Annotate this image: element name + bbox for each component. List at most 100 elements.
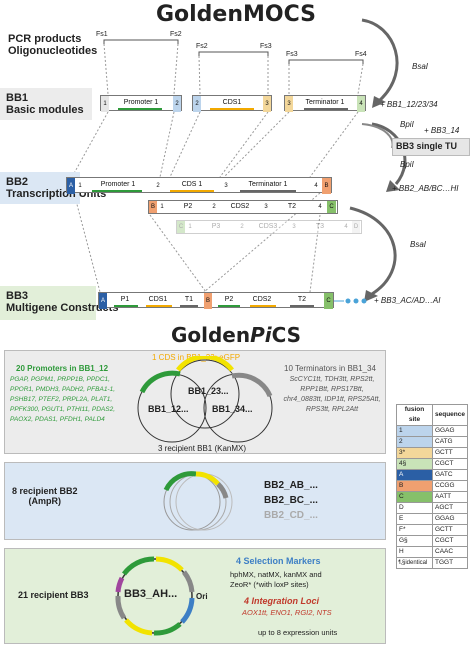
goldenpics-title: GoldenPiCS	[0, 323, 472, 347]
promoters-title: 20 Promoters in BB1_12	[16, 364, 109, 373]
bb2-row1-cds: CDS 1	[181, 181, 203, 188]
bb3-tag-c: C	[324, 293, 333, 309]
bb2-row1-tag-2: 2	[156, 183, 160, 189]
bb2-row3-t: T3	[315, 223, 325, 230]
fusion-site-header: fusion site	[396, 404, 433, 426]
promoter-item: PSHB17,	[10, 396, 39, 403]
bb1-cds-module	[192, 95, 272, 111]
fusion-site-cell: G§	[396, 535, 433, 547]
fusion-site-cell: F*	[396, 524, 433, 536]
bb3-cds2-bar	[250, 305, 276, 307]
bb3-line-2: Multigene Constructs	[6, 302, 119, 314]
bb1-suffix: + BB1_12/23/34	[380, 100, 438, 109]
terminator-item: TDH3tt,	[324, 376, 351, 383]
bb2-row2-tag-c: C	[327, 201, 336, 213]
terminator-item: RPS17Btt,	[331, 386, 364, 393]
bb2-row2-tag-b: B	[149, 201, 157, 213]
sequence-cell: GCTT	[432, 524, 468, 536]
fusion-site-cell: E	[396, 513, 433, 525]
bb2-row1-tag-1: 1	[78, 183, 82, 189]
terminator-item: RPS2tt,	[350, 376, 375, 383]
promoter-item: PRPP1B,	[57, 376, 87, 383]
fusion-row: 3*GCTT	[396, 447, 468, 459]
sequence-cell: CGCT	[432, 458, 468, 470]
markers-line-1: hphMX, natMX, kanMX and	[230, 570, 322, 579]
bb2-row3-tag-d: D	[352, 221, 360, 233]
loci-list: AOX1tt, ENO1, RGI2, NTS	[242, 608, 332, 617]
bb1-tag-3a: 3	[263, 96, 271, 112]
bb1-terminator-module	[284, 95, 366, 111]
sequence-header: sequence	[432, 404, 468, 426]
bb2-row1-tag-3: 3	[224, 183, 228, 189]
sequence-cell: GCTT	[432, 447, 468, 459]
bb3-p2: P2	[224, 296, 234, 303]
recipient-bb2-line-1: 8 recipient BB2	[12, 486, 78, 496]
bb3-label-box	[0, 286, 96, 320]
bb1-label-box	[0, 88, 92, 120]
bb2-row2-tag-3: 3	[264, 204, 268, 210]
bb2-row1-promoter-bar	[92, 190, 142, 192]
bb2-row3-tag-4: 4	[344, 224, 348, 230]
single-tu-box	[392, 138, 470, 156]
fusion-site-cell: 2	[396, 436, 433, 448]
promoter-item: PFDH1,	[59, 416, 85, 423]
promoter-item: PPFK300,	[10, 406, 42, 413]
bb2-row3-tag-3: 3	[292, 224, 296, 230]
expression-units: up to 8 expression units	[258, 628, 338, 637]
pcr-line-2: Oligonucleotides	[8, 45, 98, 57]
recipient-bb2: 8 recipient BB2 (AmpR)	[12, 486, 78, 506]
terminator-item: IDP1tt,	[324, 396, 348, 403]
bb2-row3	[176, 220, 362, 234]
loci-title: 4 Integration Loci	[244, 596, 320, 606]
bb1-panel	[4, 350, 386, 454]
fusion-site-cell: 1	[396, 425, 433, 437]
fusion-row: G§CGCT	[396, 535, 468, 547]
promoter-item: PGUT1,	[41, 406, 67, 413]
fs3-label-b: Fs3	[286, 51, 298, 58]
bb1-cds-bar	[210, 108, 254, 110]
bb1-cds-label: CDS1	[222, 99, 242, 106]
fusion-site-cell: B	[396, 480, 433, 492]
promoter-item: PADH2,	[62, 386, 87, 393]
fusion-site-cell: C	[396, 491, 433, 503]
bb3-plasmid-label: BB3_AH...	[124, 588, 178, 600]
promoter-item: PAOX2,	[10, 416, 35, 423]
bb2-row2-tag-4: 4	[318, 204, 322, 210]
promoter-item: PFBA1-1,	[86, 386, 116, 393]
bb3-t2-bar	[290, 305, 314, 307]
terminator-item: ScCYC1tt,	[289, 376, 325, 383]
recipient-bb2-line-2: (AmpR)	[28, 496, 62, 506]
bb2-row2-tag-2: 2	[212, 204, 216, 210]
bb3-construct	[98, 292, 334, 308]
fs4-label: Fs4	[355, 51, 367, 58]
bsai-label-2: BsaI	[410, 240, 427, 249]
bb2-row3-cds: CDS3	[258, 223, 278, 230]
single-tu-label: BB3 single TU	[396, 141, 458, 151]
bb3-tag-b: B	[204, 293, 212, 309]
promoter-item: PRPL2A,	[62, 396, 91, 403]
bb1-promoter-label: Promoter 1	[123, 99, 159, 106]
promoters-list: PGAP, PGPM1, PRPP1B, PPDC1, PPOR1, PMDH3…	[10, 375, 120, 425]
bb2-row3-p: P3	[211, 223, 221, 230]
bb3-p1: P1	[120, 296, 130, 303]
bb1-label: BB1 Basic modules	[6, 92, 84, 116]
fusion-site-cell: A	[396, 469, 433, 481]
promoter-item: PDAS2,	[91, 406, 116, 413]
title-italic: Pi	[250, 323, 272, 347]
bb2-row1-tag-a: A	[67, 178, 75, 194]
bb1-terminator-bar	[304, 108, 348, 110]
bb3-14-label: + BB3_14	[424, 126, 460, 135]
bb2-row1-tag-b: B	[322, 178, 331, 194]
circle-label-bb1-12: BB1_12...	[148, 404, 189, 414]
bb2-row1-tag-4: 4	[314, 183, 318, 189]
bb2-line-1: BB2	[6, 176, 29, 188]
